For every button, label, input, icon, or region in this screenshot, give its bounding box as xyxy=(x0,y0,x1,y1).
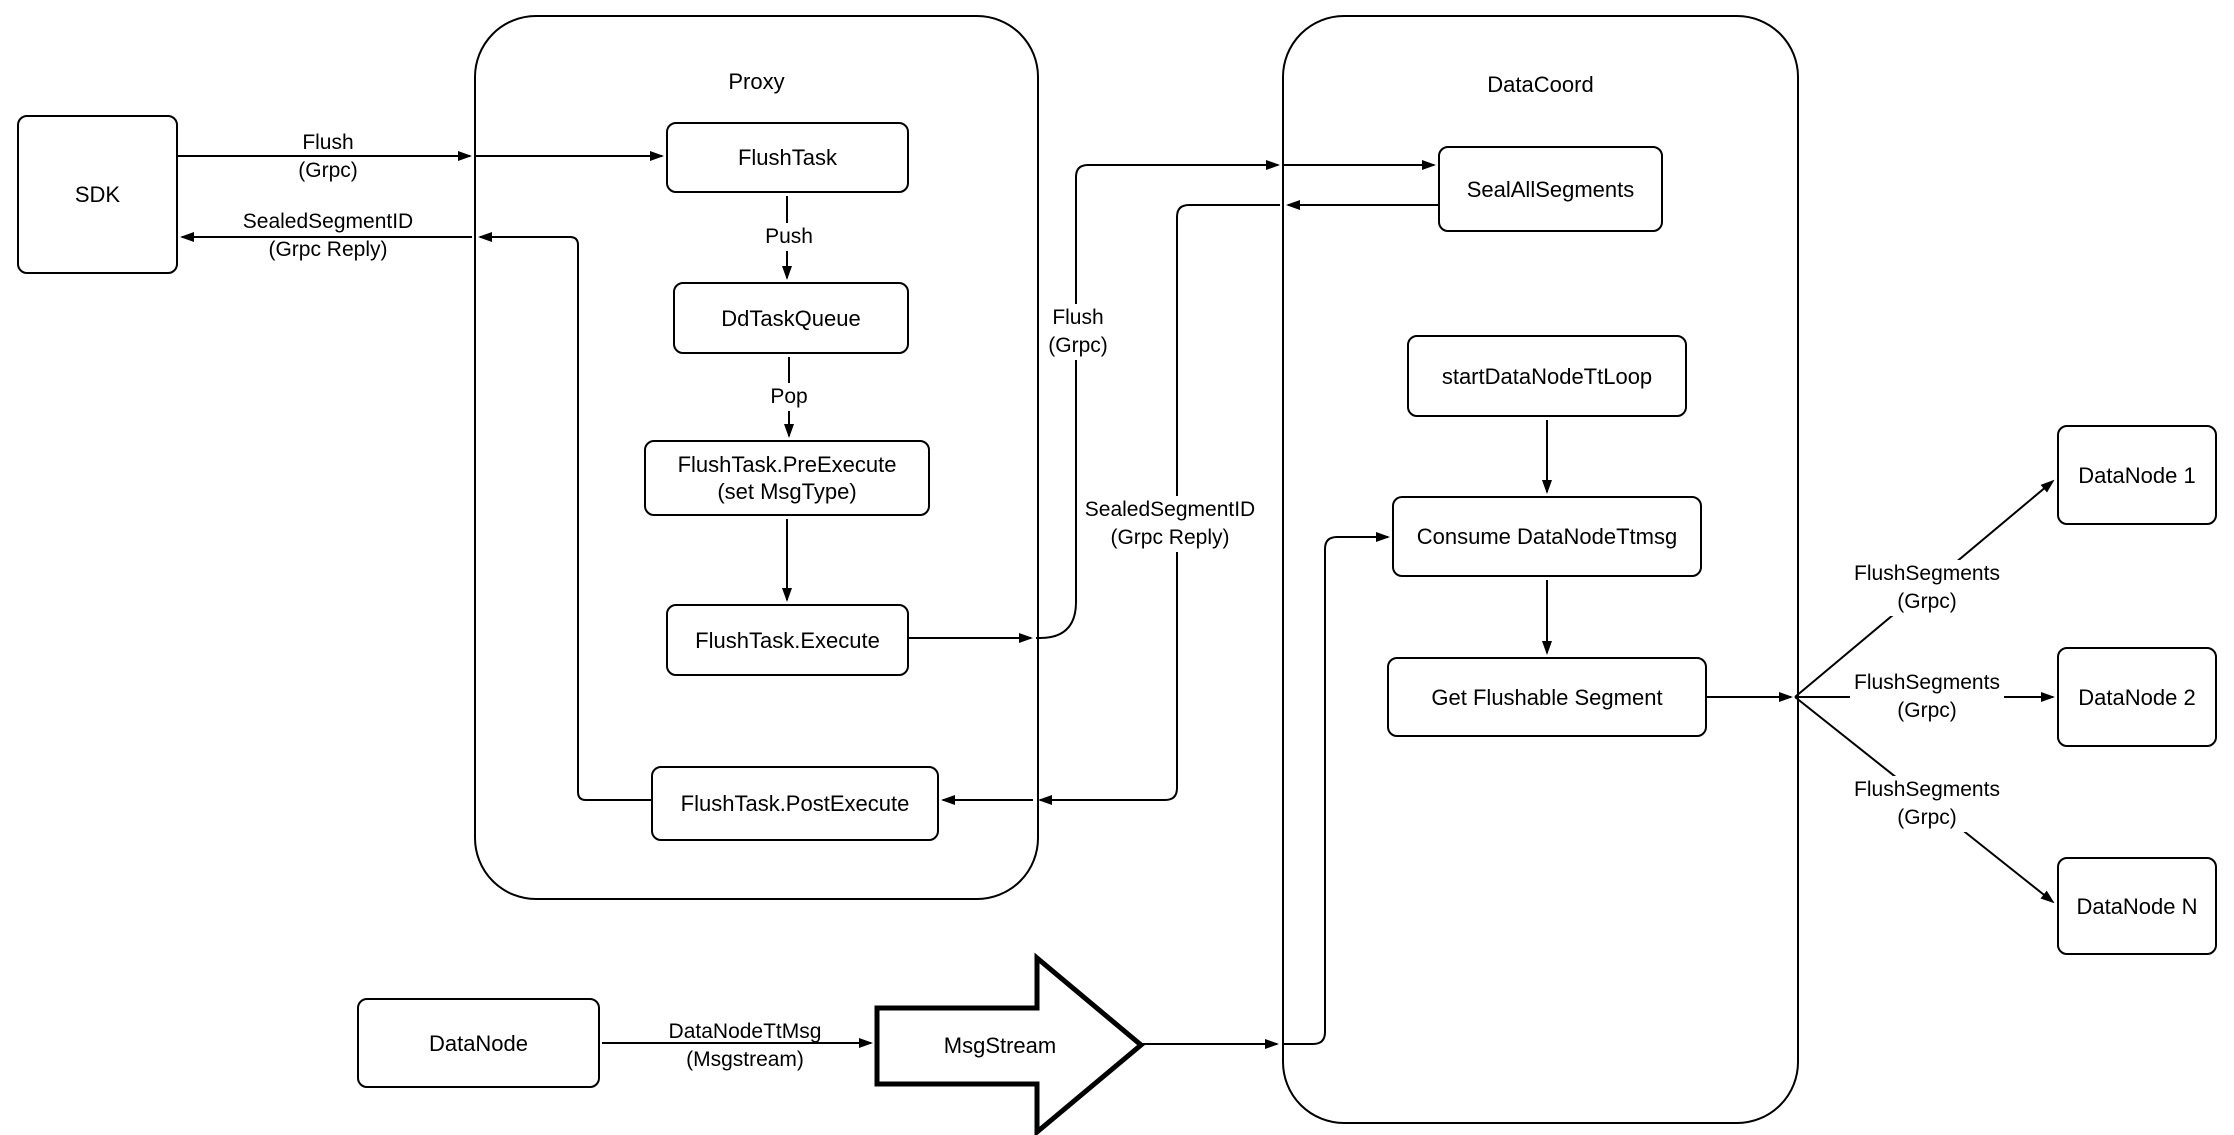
node-ddtaskqueue: DdTaskQueue xyxy=(673,282,909,354)
msgstream-arrow-shape xyxy=(874,952,1145,1135)
edge-postexecute-to-proxy-border xyxy=(478,232,651,801)
edge-label-pop: Pop xyxy=(766,383,812,411)
edge-label-sealedsegmentid-mid: SealedSegmentID (Grpc Reply) xyxy=(1080,496,1260,552)
edge-label-sealedsegmentid-sdk: SealedSegmentID (Grpc Reply) xyxy=(242,210,414,261)
proxy-container: Proxy xyxy=(474,15,1039,900)
datacoord-container-title: DataCoord xyxy=(1487,72,1594,97)
edge-label-flush-grpc-sdk: Flush (Grpc) xyxy=(298,131,358,182)
node-datanode: DataNode xyxy=(357,998,600,1088)
edge-datacoord-border-to-consume xyxy=(1284,532,1390,1045)
node-flushtask-preexecute: FlushTask.PreExecute (set MsgType) xyxy=(644,440,930,516)
edge-label-flushsegments-3: FlushSegments (Grpc) xyxy=(1850,776,2004,832)
edge-label-flushsegments-1: FlushSegments (Grpc) xyxy=(1850,560,2004,616)
node-datanode-1: DataNode 1 xyxy=(2057,425,2217,525)
node-consume-datanodettmsg: Consume DataNodeTtmsg xyxy=(1392,496,1702,577)
edge-label-push: Push xyxy=(761,223,817,251)
msgstream-label: MsgStream xyxy=(943,1033,1057,1058)
node-datanode-2: DataNode 2 xyxy=(2057,647,2217,747)
proxy-container-title: Proxy xyxy=(728,69,785,94)
edge-label-flush-grpc-mid: Flush (Grpc) xyxy=(1044,304,1112,360)
node-get-flushable-segment: Get Flushable Segment xyxy=(1387,657,1707,737)
datacoord-container: DataCoord xyxy=(1282,15,1799,1124)
node-datanode-n: DataNode N xyxy=(2057,857,2217,955)
node-sealallsegments: SealAllSegments xyxy=(1438,146,1663,232)
edge-proxy-border-to-datacoord-border xyxy=(1036,160,1280,639)
node-startdatanodettloop: startDataNodeTtLoop xyxy=(1407,335,1687,417)
edge-label-flushsegments-2: FlushSegments (Grpc) xyxy=(1850,669,2004,725)
node-sdk: SDK xyxy=(17,115,178,274)
node-flushtask-execute: FlushTask.Execute xyxy=(666,604,909,676)
node-flushtask-postexecute: FlushTask.PostExecute xyxy=(651,766,939,841)
node-flushtask: FlushTask xyxy=(666,122,909,193)
edge-label-datanodettmsg: DataNodeTtMsg (Msgstream) xyxy=(668,1020,822,1071)
